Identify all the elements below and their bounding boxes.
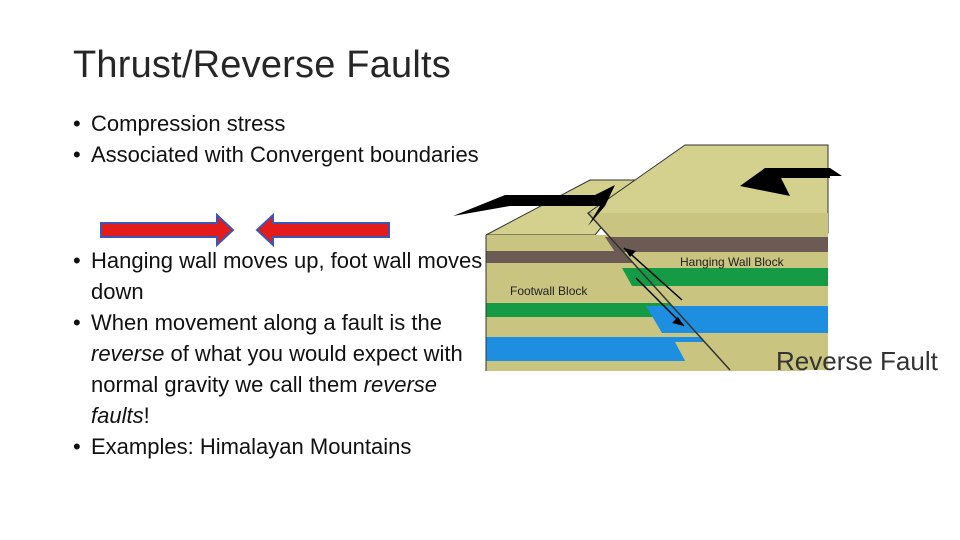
bullet-item: When movement along a fault is the rever… <box>73 307 493 431</box>
bullet-text: Examples: Himalayan Mountains <box>91 434 412 459</box>
movement-arrow-right-icon <box>453 185 615 226</box>
bullet-text: Hanging wall moves up, foot wall moves d… <box>91 248 483 304</box>
bullet-item: Associated with Convergent boundaries <box>73 139 493 170</box>
reverse-fault-diagram: Hanging Wall Block Footwall Block Revers… <box>453 144 939 376</box>
bullet-item: Examples: Himalayan Mountains <box>73 431 493 462</box>
bullet-item: Compression stress <box>73 108 493 139</box>
bullet-text: ! <box>143 403 150 428</box>
bullet-list: Compression stress Associated with Conve… <box>73 108 493 462</box>
fault-slip-arrows-icon <box>623 247 685 327</box>
hanging-wall-block <box>586 144 829 371</box>
hanging-wall-label: Hanging Wall Block <box>680 255 785 269</box>
footwall-label: Footwall Block <box>510 284 588 298</box>
movement-arrow-left-icon <box>740 168 842 196</box>
bullet-emphasis: reverse faults <box>91 372 438 428</box>
slide-title: Thrust/Reverse Faults <box>73 44 451 86</box>
bullet-text: When movement along a fault is the <box>91 310 442 335</box>
right-pointing-arrow-icon <box>100 212 235 248</box>
bullet-text: Compression stress <box>91 111 286 136</box>
bullet-text: Associated with Convergent boundaries <box>91 142 479 167</box>
diagram-caption: Reverse Fault <box>776 346 939 376</box>
bullet-text: of what you would expect with normal gra… <box>91 341 463 397</box>
compression-arrows <box>100 212 390 248</box>
bullet-item: Hanging wall moves up, foot wall moves d… <box>73 245 493 307</box>
left-pointing-arrow-icon <box>255 212 390 248</box>
bullet-emphasis: reverse <box>91 341 165 366</box>
